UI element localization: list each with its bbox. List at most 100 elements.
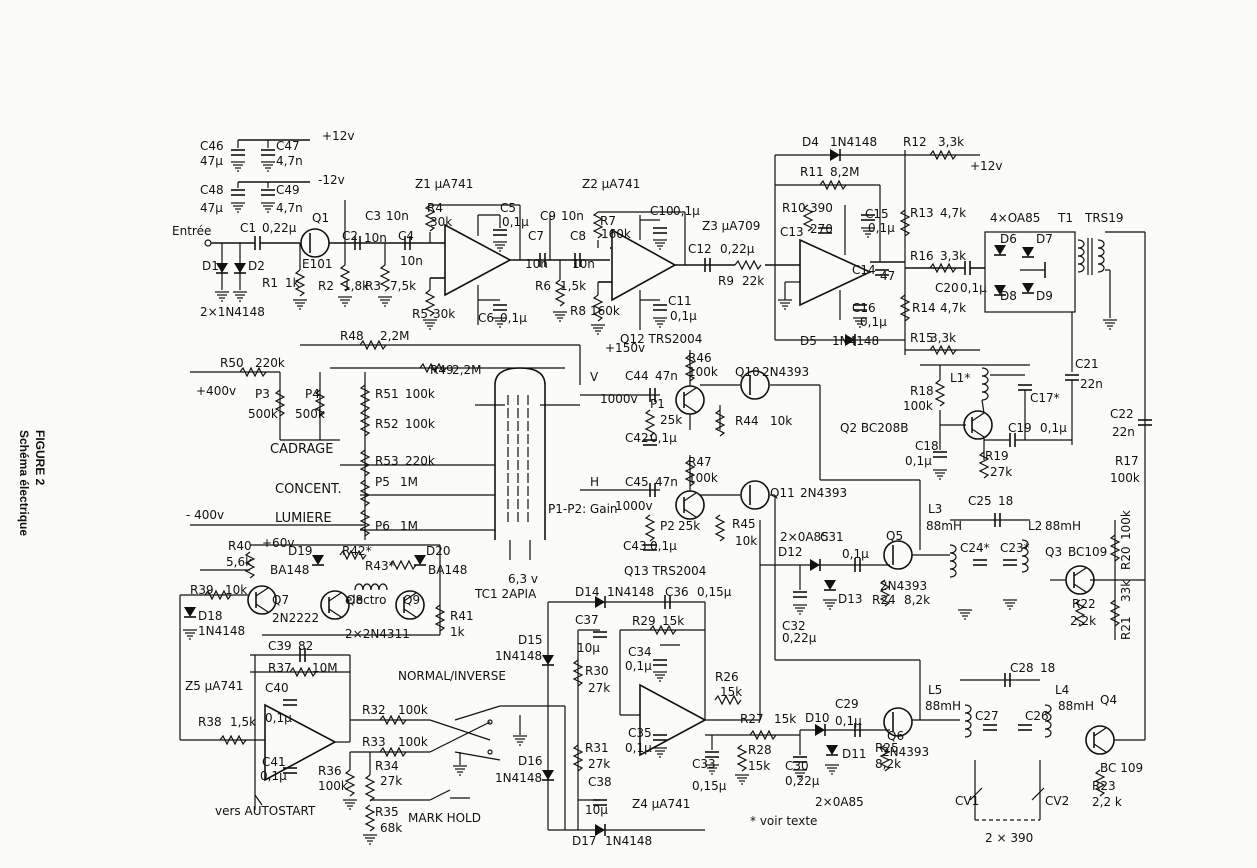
label-r37v: 10M [312,661,338,675]
label-r50: R50 [220,356,244,370]
label-c9: C9 [540,209,556,223]
label-r4v: 30k [430,215,452,229]
label-r42: R42* [342,544,372,558]
control-gain: P1-P2: Gain [548,502,618,516]
label-d13: D13 [838,592,863,606]
label-r25: R25 [875,741,899,755]
label-r31: R31 [585,741,609,755]
label-c47v: 4,7n [276,154,303,168]
label-r1: R1 [262,276,278,290]
label-r51v: 100k [405,387,435,401]
label-c5v: 0,1μ [502,215,529,229]
opamp-z2 [539,211,800,335]
label-c6v: 0,1μ [500,311,527,325]
label-r28: R28 [748,743,772,757]
label-r32v: 100k [398,703,428,717]
control-cadrage: CADRAGE [270,442,333,457]
label-r17: R17 [1115,454,1139,468]
label-l2v: 88mH [1045,519,1081,533]
label-c27: C27 [975,709,999,723]
label-d12: D12 [778,545,803,559]
label-r40: R40 [228,539,252,553]
label-c42v: 0,1μ [650,431,677,445]
supply-p400: +400v [196,384,236,398]
label-r2: R2 [318,279,334,293]
label-c25: C25 [968,494,992,508]
label-r16: R16 [910,249,934,263]
label-c7: C7 [528,229,544,243]
label-r11: R11 [800,165,824,179]
label-d11: D11 [842,747,867,761]
label-c36v: 0,15μ [697,585,732,599]
label-c47: C47 [276,139,300,153]
label-r20v: 100k [1119,510,1133,540]
label-c20v: 0,1μ [960,281,987,295]
label-t1: T1 [1057,211,1073,225]
label-c37v: 10μ [577,641,600,655]
label-p3: P3 [255,387,270,401]
label-r50v: 220k [255,356,285,370]
label-r36: R36 [318,764,342,778]
normal-inverse-switch[interactable] [429,705,566,830]
label-r10v: 390 [810,201,833,215]
label-r53: R53 [375,454,399,468]
label-c19v: 0,1μ [1040,421,1067,435]
label-c15: C15 [865,207,889,221]
label-r48v: 2,2M [380,329,409,343]
label-r6: R6 [535,279,551,293]
label-e101: E101 [302,257,333,271]
label-q13: Q13 TRS2004 [624,564,706,578]
label-d5: D5 [800,334,817,348]
label-r38: R38 [198,715,222,729]
label-d14: D14 [575,585,600,599]
label-r39v: 10k [225,583,247,597]
label-c2v: 10n [364,231,387,245]
deflection-amplifiers [580,350,921,720]
label-z5: Z5 μA741 [185,679,243,693]
label-r15v: 3,3k [930,331,956,345]
label-l5: L5 [928,683,942,697]
label-q2: Q2 BC208B [840,421,908,435]
label-r12v: 3,3k [938,135,964,149]
label-r28v: 15k [748,759,770,773]
label-c9v: 10n [561,209,584,223]
label-c4: C4 [398,229,414,243]
label-r10: R10 [782,201,806,215]
label-c35: C35 [628,726,652,740]
label-c30: C30 [785,759,809,773]
label-r21v: 33k [1119,580,1133,602]
label-r17v: 100k [1110,471,1140,485]
label-c8: C8 [570,229,586,243]
label-c26: C26 [1025,709,1049,723]
label-p3v: 500k [248,407,278,421]
label-q5: Q5 [886,529,903,543]
label-ba148b: BA148 [428,563,467,577]
label-r49: R49 [430,363,454,377]
label-p4: P4 [305,387,320,401]
label-d16v: 1N4148 [495,771,542,785]
label-r22: R22 [1072,597,1096,611]
label-r24v: 8,2k [904,593,930,607]
label-d6: D6 [1000,232,1017,246]
label-c45b: 1000v [615,499,653,513]
label-r25v: 8,2k [875,757,901,771]
supply-m400: - 400v [186,508,224,522]
label-c22: C22 [1110,407,1134,421]
label-electro: electro [345,593,386,607]
label-cv12: 2 × 390 [985,831,1033,845]
label-r9: R9 [718,274,734,288]
label-r5: R5 [412,307,428,321]
label-q4v: BC 109 [1100,761,1143,775]
label-r27: R27 [740,712,764,726]
label-r20: R20 [1119,546,1133,570]
signal-h: H [590,475,599,489]
opamp-z4 [541,520,800,837]
label-c7v: 10n [525,257,548,271]
label-c38: C38 [588,775,612,789]
label-c39v: 82 [298,639,313,653]
label-c49: C49 [276,183,300,197]
detector-bridge [984,231,1153,580]
label-c35v: 0,1μ [625,741,652,755]
